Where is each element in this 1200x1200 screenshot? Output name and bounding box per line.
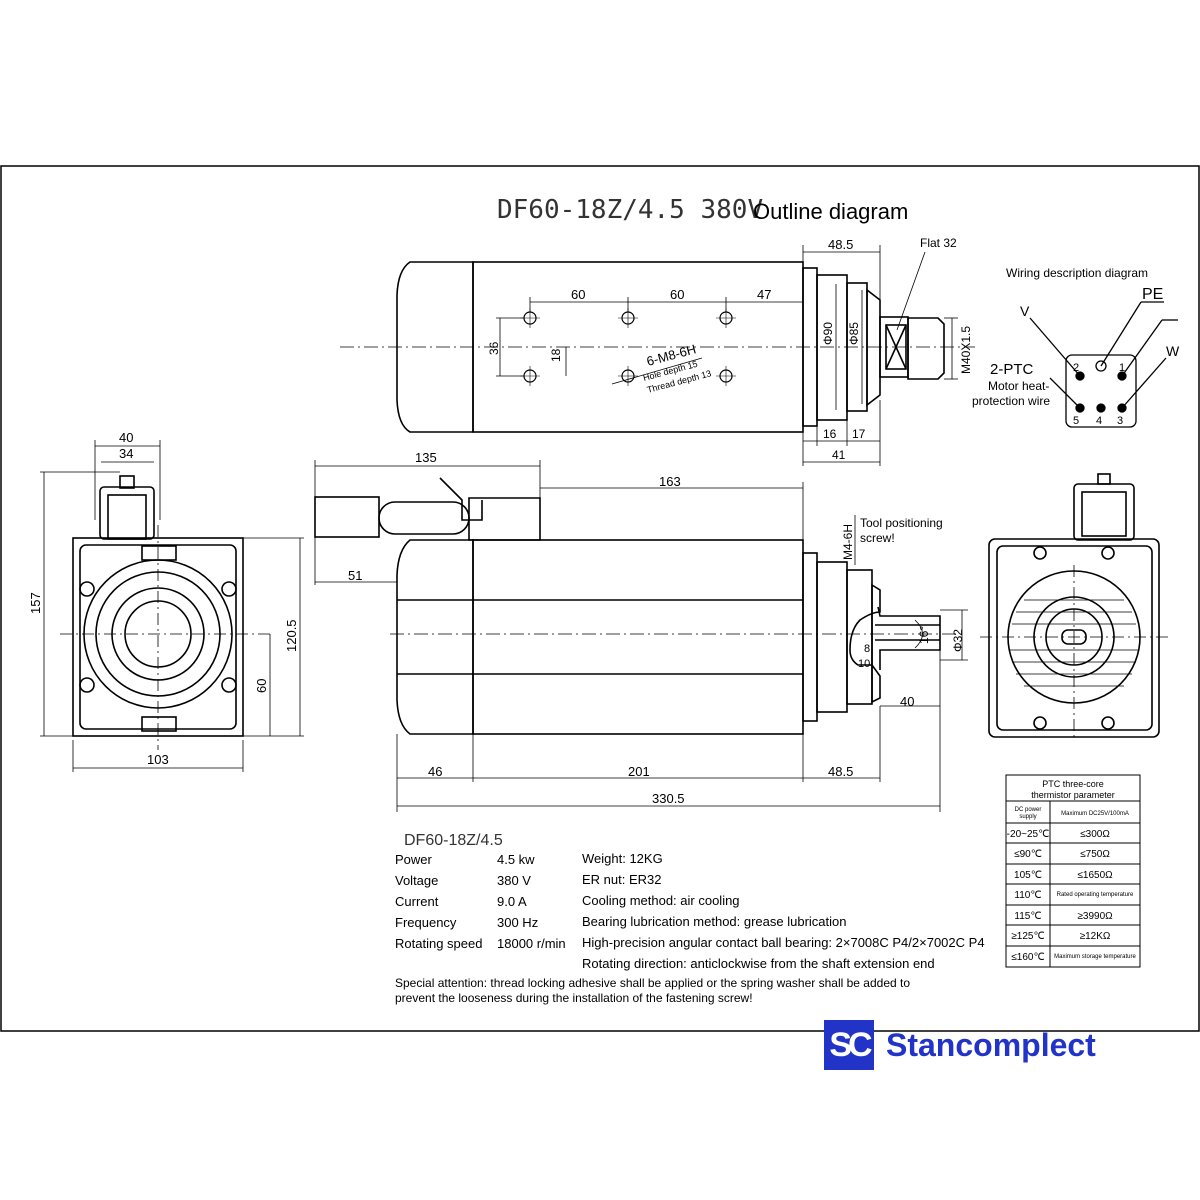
side-view xyxy=(314,477,941,735)
side-dim-phi32: Φ32 xyxy=(951,629,965,652)
wiring-ptc-desc-2: protection wire xyxy=(972,394,1050,408)
dim-60b: 60 xyxy=(670,287,684,302)
front-dim-60: 60 xyxy=(254,679,269,693)
dim-18: 18 xyxy=(549,348,563,362)
ptc-rows: -20~25℃ ≤300Ω ≤90℃ ≤750Ω 105℃ ≤1650Ω 110℃ Rated… xyxy=(1007,829,1137,963)
ptc-title-1: PTC three-core xyxy=(1042,779,1104,789)
brand-name: Stancomplect xyxy=(886,1026,1096,1063)
side-dim-40: 40 xyxy=(900,694,914,709)
front-dim-34: 34 xyxy=(119,446,133,461)
ptc-head-left-1: DC power xyxy=(1015,807,1042,813)
side-dim-330-5: 330.5 xyxy=(652,791,685,806)
spec-value: 18000 r/min xyxy=(497,936,566,951)
ptc-row-temp: 115℃ xyxy=(1014,911,1041,922)
spec-detail: Cooling method: air cooling xyxy=(582,893,740,908)
ptc-row-resistance: ≤1650Ω xyxy=(1077,870,1113,881)
brand-logo: SC Stancomplect xyxy=(824,1020,1096,1070)
front-dim-40: 40 xyxy=(119,430,133,445)
spec-label: Voltage xyxy=(395,873,438,888)
side-dim-48-5: 48.5 xyxy=(828,764,853,779)
ptc-title-2: thermistor parameter xyxy=(1031,790,1115,800)
spec-detail: ER nut: ER32 xyxy=(582,872,662,887)
pin-4: 4 xyxy=(1096,415,1102,427)
dim-60a: 60 xyxy=(571,287,585,302)
dim-16: 16 xyxy=(823,427,837,441)
ptc-row-temp: 105℃ xyxy=(1014,870,1042,881)
model-title: DF60-18Z/4.5 380V xyxy=(497,195,763,225)
ptc-row-temp: ≥125℃ xyxy=(1011,931,1044,942)
spec-label: Frequency xyxy=(395,915,457,930)
spec-value: 9.0 A xyxy=(497,894,527,909)
ptc-row-resistance: Rated operating temperature xyxy=(1057,892,1134,898)
spec-detail: Weight: 12KG xyxy=(582,851,663,866)
ptc-row-resistance: Maximum storage temperature xyxy=(1054,954,1136,960)
spec-left: Power 4.5 kw Voltage 380 V Current 9.0 A Frequ… xyxy=(395,852,566,951)
dim-48-5-top: 48.5 xyxy=(828,237,853,252)
drawing-frame xyxy=(0,165,1200,1032)
front-dim-120-5: 120.5 xyxy=(284,619,299,652)
wiring-pe: PE xyxy=(1142,286,1163,303)
spec-value: 300 Hz xyxy=(497,915,538,930)
spec-detail: Bearing lubrication method: grease lubri… xyxy=(582,914,847,929)
mounting-holes xyxy=(520,308,736,386)
spec-value: 4.5 kw xyxy=(497,852,535,867)
wiring-ptc: 2-PTC xyxy=(990,361,1034,378)
dim-41: 41 xyxy=(832,448,846,462)
brand-mark: SC xyxy=(824,1020,874,1070)
dim-phi85: Φ85 xyxy=(847,322,861,345)
dim-phi90: Φ90 xyxy=(821,322,835,345)
attention-line-2: prevent the looseness during the install… xyxy=(395,991,753,1005)
attention-line-1: Special attention: thread locking adhesi… xyxy=(395,976,910,990)
ptc-row-temp: -20~25℃ xyxy=(1007,829,1050,840)
ptc-row-resistance: ≥12KΩ xyxy=(1080,931,1111,942)
front-dim-103: 103 xyxy=(147,752,169,767)
dim-47: 47 xyxy=(757,287,771,302)
wiring-w: W xyxy=(1166,343,1180,359)
spec-model: DF60-18Z/4.5 xyxy=(404,832,503,849)
ptc-row-temp: 110℃ xyxy=(1014,890,1041,901)
ptc-head-right: Maximum DC25V/100mA xyxy=(1061,811,1129,817)
dim-36: 36 xyxy=(487,341,501,355)
side-dim-10: 10 xyxy=(858,658,870,670)
side-dim-m4: M4-6H xyxy=(841,524,855,560)
spec-detail: Rotating direction: anticlockwise from t… xyxy=(582,956,935,971)
side-dim-201: 201 xyxy=(628,764,650,779)
pin-5: 5 xyxy=(1073,415,1079,427)
dim-m40: M40X1.5 xyxy=(959,326,973,374)
side-dim-46: 46 xyxy=(428,764,442,779)
ptc-head-left-2: supply xyxy=(1019,814,1036,820)
spec-label: Current xyxy=(395,894,439,909)
wiring-title: Wiring description diagram xyxy=(1006,266,1148,280)
spec-detail: High-precision angular contact ball bear… xyxy=(582,935,985,950)
pin-2: 2 xyxy=(1073,362,1079,374)
wiring-ptc-desc-1: Motor heat- xyxy=(988,379,1049,393)
flat-32-label: Flat 32 xyxy=(920,236,957,250)
tool-screw-1: Tool positioning xyxy=(860,516,943,530)
spec-label: Power xyxy=(395,852,433,867)
ptc-row-temp: ≤90℃ xyxy=(1014,849,1042,860)
wiring-connector xyxy=(1029,301,1178,428)
pin-1: 1 xyxy=(1119,362,1125,374)
side-dim-16deg: 16° xyxy=(917,626,931,644)
ptc-row-resistance: ≥3990Ω xyxy=(1077,911,1113,922)
pin-3: 3 xyxy=(1117,415,1123,427)
side-dim-8: 8 xyxy=(864,643,870,655)
ptc-row-resistance: ≤300Ω xyxy=(1080,829,1110,840)
ptc-row-resistance: ≤750Ω xyxy=(1080,849,1110,860)
ptc-table xyxy=(1005,774,1141,968)
side-dim-51: 51 xyxy=(348,568,362,583)
side-dim-163: 163 xyxy=(659,474,681,489)
dim-17: 17 xyxy=(852,427,866,441)
tool-screw-2: screw! xyxy=(860,531,895,545)
ptc-row-temp: ≤160℃ xyxy=(1011,952,1044,963)
spec-value: 380 V xyxy=(497,873,531,888)
spec-label: Rotating speed xyxy=(395,936,482,951)
front-dim-157: 157 xyxy=(28,592,43,614)
side-dim-135: 135 xyxy=(415,450,437,465)
wiring-v: V xyxy=(1020,303,1030,319)
outline-caption: Outline diagram xyxy=(753,199,908,224)
